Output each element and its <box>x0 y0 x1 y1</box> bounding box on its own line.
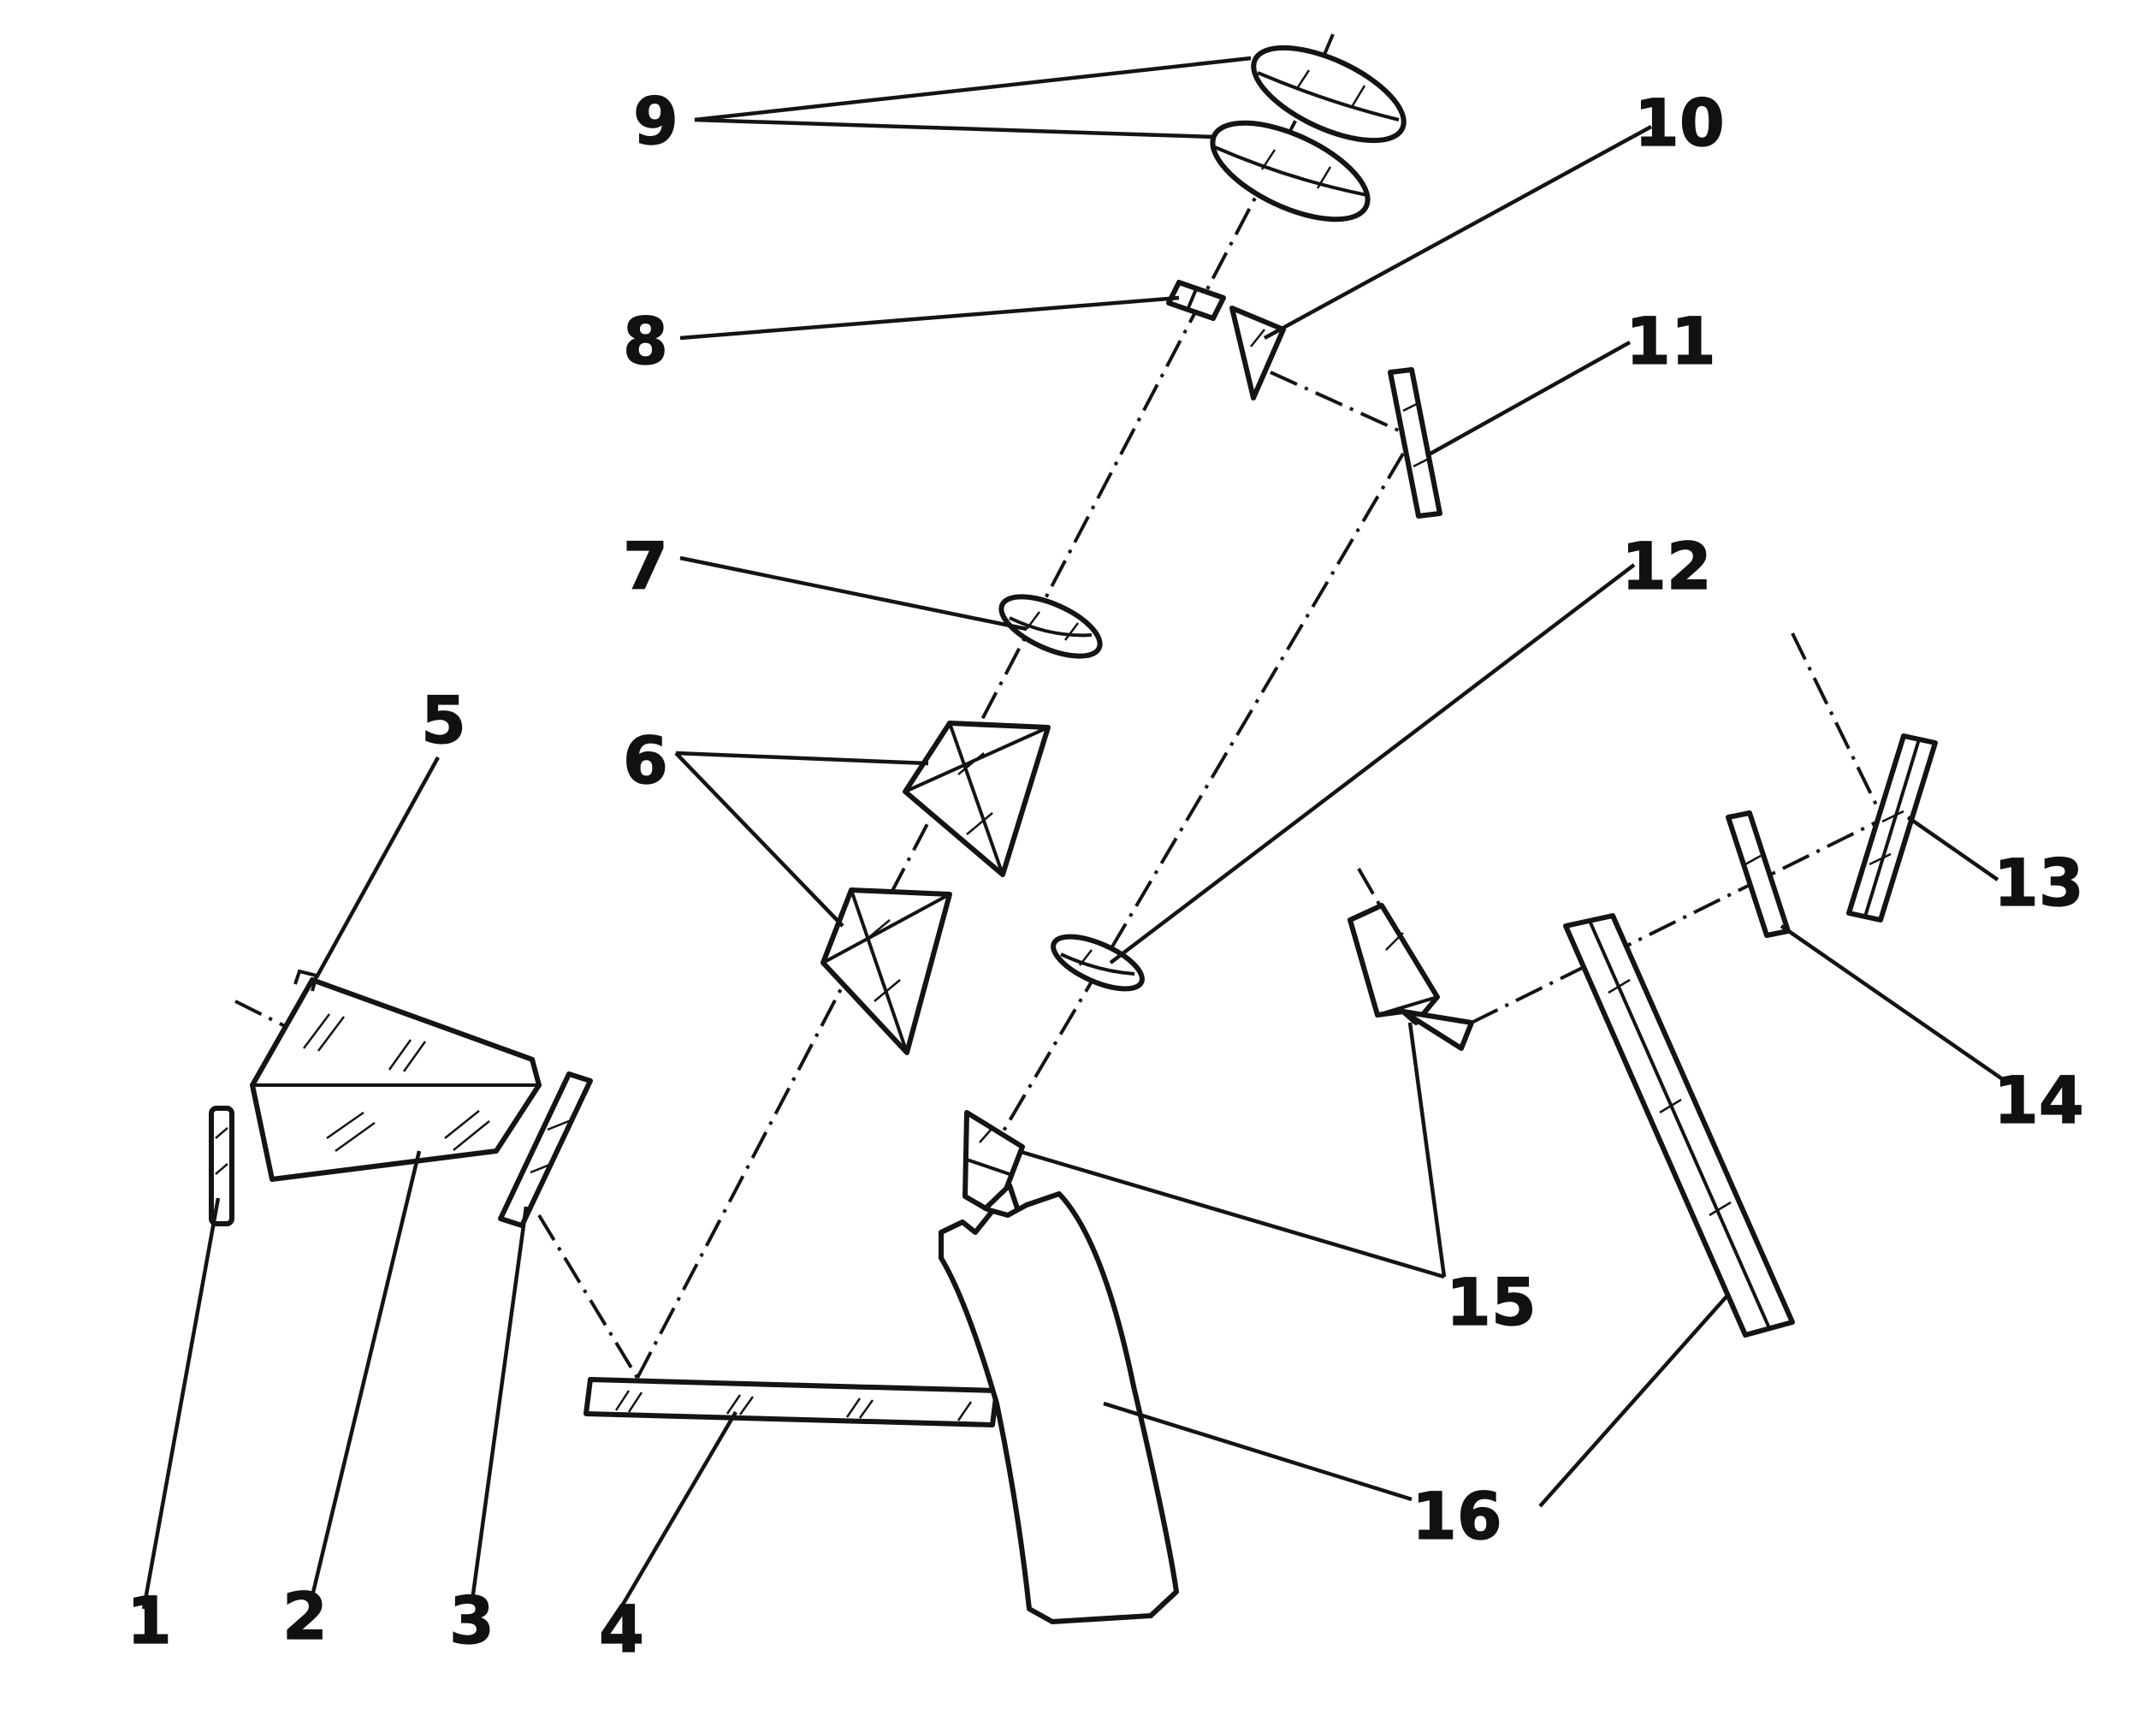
leader-10 <box>1263 125 1653 340</box>
axis-mirror11-to-prism15-lower <box>995 452 1405 1144</box>
leader-1 <box>141 1197 221 1610</box>
element-9-objective <box>1210 45 1407 223</box>
leader-16b <box>1538 1295 1728 1508</box>
label-3: 3 <box>449 1582 495 1659</box>
label-6: 6 <box>623 722 668 798</box>
label-5: 5 <box>421 682 466 758</box>
leader-7 <box>679 555 1028 632</box>
leader-8 <box>679 295 1180 341</box>
leader-9a <box>694 56 1252 122</box>
element-15-lower-prism <box>962 1110 1025 1226</box>
part-labels: 1 2 3 4 5 6 7 8 9 10 11 12 13 14 15 16 <box>126 82 2084 1667</box>
leader-16a <box>1103 1401 1413 1502</box>
leader-11 <box>1429 341 1632 455</box>
element-6-upper-cube <box>903 721 1051 877</box>
axis-mirror3-to-plate4 <box>537 1214 639 1380</box>
leader-4 <box>619 1410 737 1611</box>
label-10: 10 <box>1634 85 1725 161</box>
label-4: 4 <box>599 1591 644 1667</box>
label-8: 8 <box>623 303 668 379</box>
leader-14 <box>1780 924 2005 1082</box>
label-11: 11 <box>1626 303 1716 379</box>
leader-2 <box>310 1150 422 1597</box>
element-11-mirror <box>1388 367 1442 519</box>
element-12-lens <box>1051 934 1145 992</box>
label-14: 14 <box>1993 1062 2084 1138</box>
element-16-eyepiece-tube <box>939 1191 1179 1624</box>
element-6-lower-cube <box>820 887 952 1055</box>
label-9: 9 <box>633 83 678 159</box>
label-15: 15 <box>1446 1264 1537 1340</box>
leader-6b <box>674 751 844 928</box>
leader-lines <box>141 56 2005 1611</box>
element-14-plate <box>1726 810 1791 938</box>
element-1-filter <box>209 1106 234 1226</box>
label-1: 1 <box>127 1582 172 1659</box>
leader-12 <box>1109 563 1636 964</box>
label-7: 7 <box>623 528 668 604</box>
element-13-mirror <box>1846 733 1938 923</box>
leader-3 <box>470 1206 529 1601</box>
leader-15a <box>1407 1022 1447 1278</box>
element-16-reticle-plate <box>1563 913 1795 1338</box>
leader-9b <box>694 117 1216 139</box>
label-16: 16 <box>1412 1478 1502 1554</box>
axis-prism10-to-mirror11 <box>1270 371 1413 438</box>
label-2: 2 <box>282 1578 328 1654</box>
label-13: 13 <box>1993 845 2084 921</box>
leader-15b <box>1017 1148 1445 1279</box>
optical-axes <box>234 33 1904 1380</box>
axis-prism15-to-mirror13 <box>1471 807 1904 1024</box>
leader-5 <box>315 756 440 979</box>
axis-mirror13-upper <box>1791 632 1888 827</box>
element-2-prism-block <box>250 969 542 1182</box>
label-12: 12 <box>1621 528 1712 604</box>
element-15-upper-prism <box>1348 903 1474 1051</box>
element-8-aperture <box>1166 280 1226 321</box>
element-4-plate <box>583 1377 999 1427</box>
leader-13 <box>1906 816 1999 881</box>
element-7-lens <box>998 594 1103 659</box>
element-10-prism <box>1229 306 1286 401</box>
leader-6a <box>675 751 929 766</box>
